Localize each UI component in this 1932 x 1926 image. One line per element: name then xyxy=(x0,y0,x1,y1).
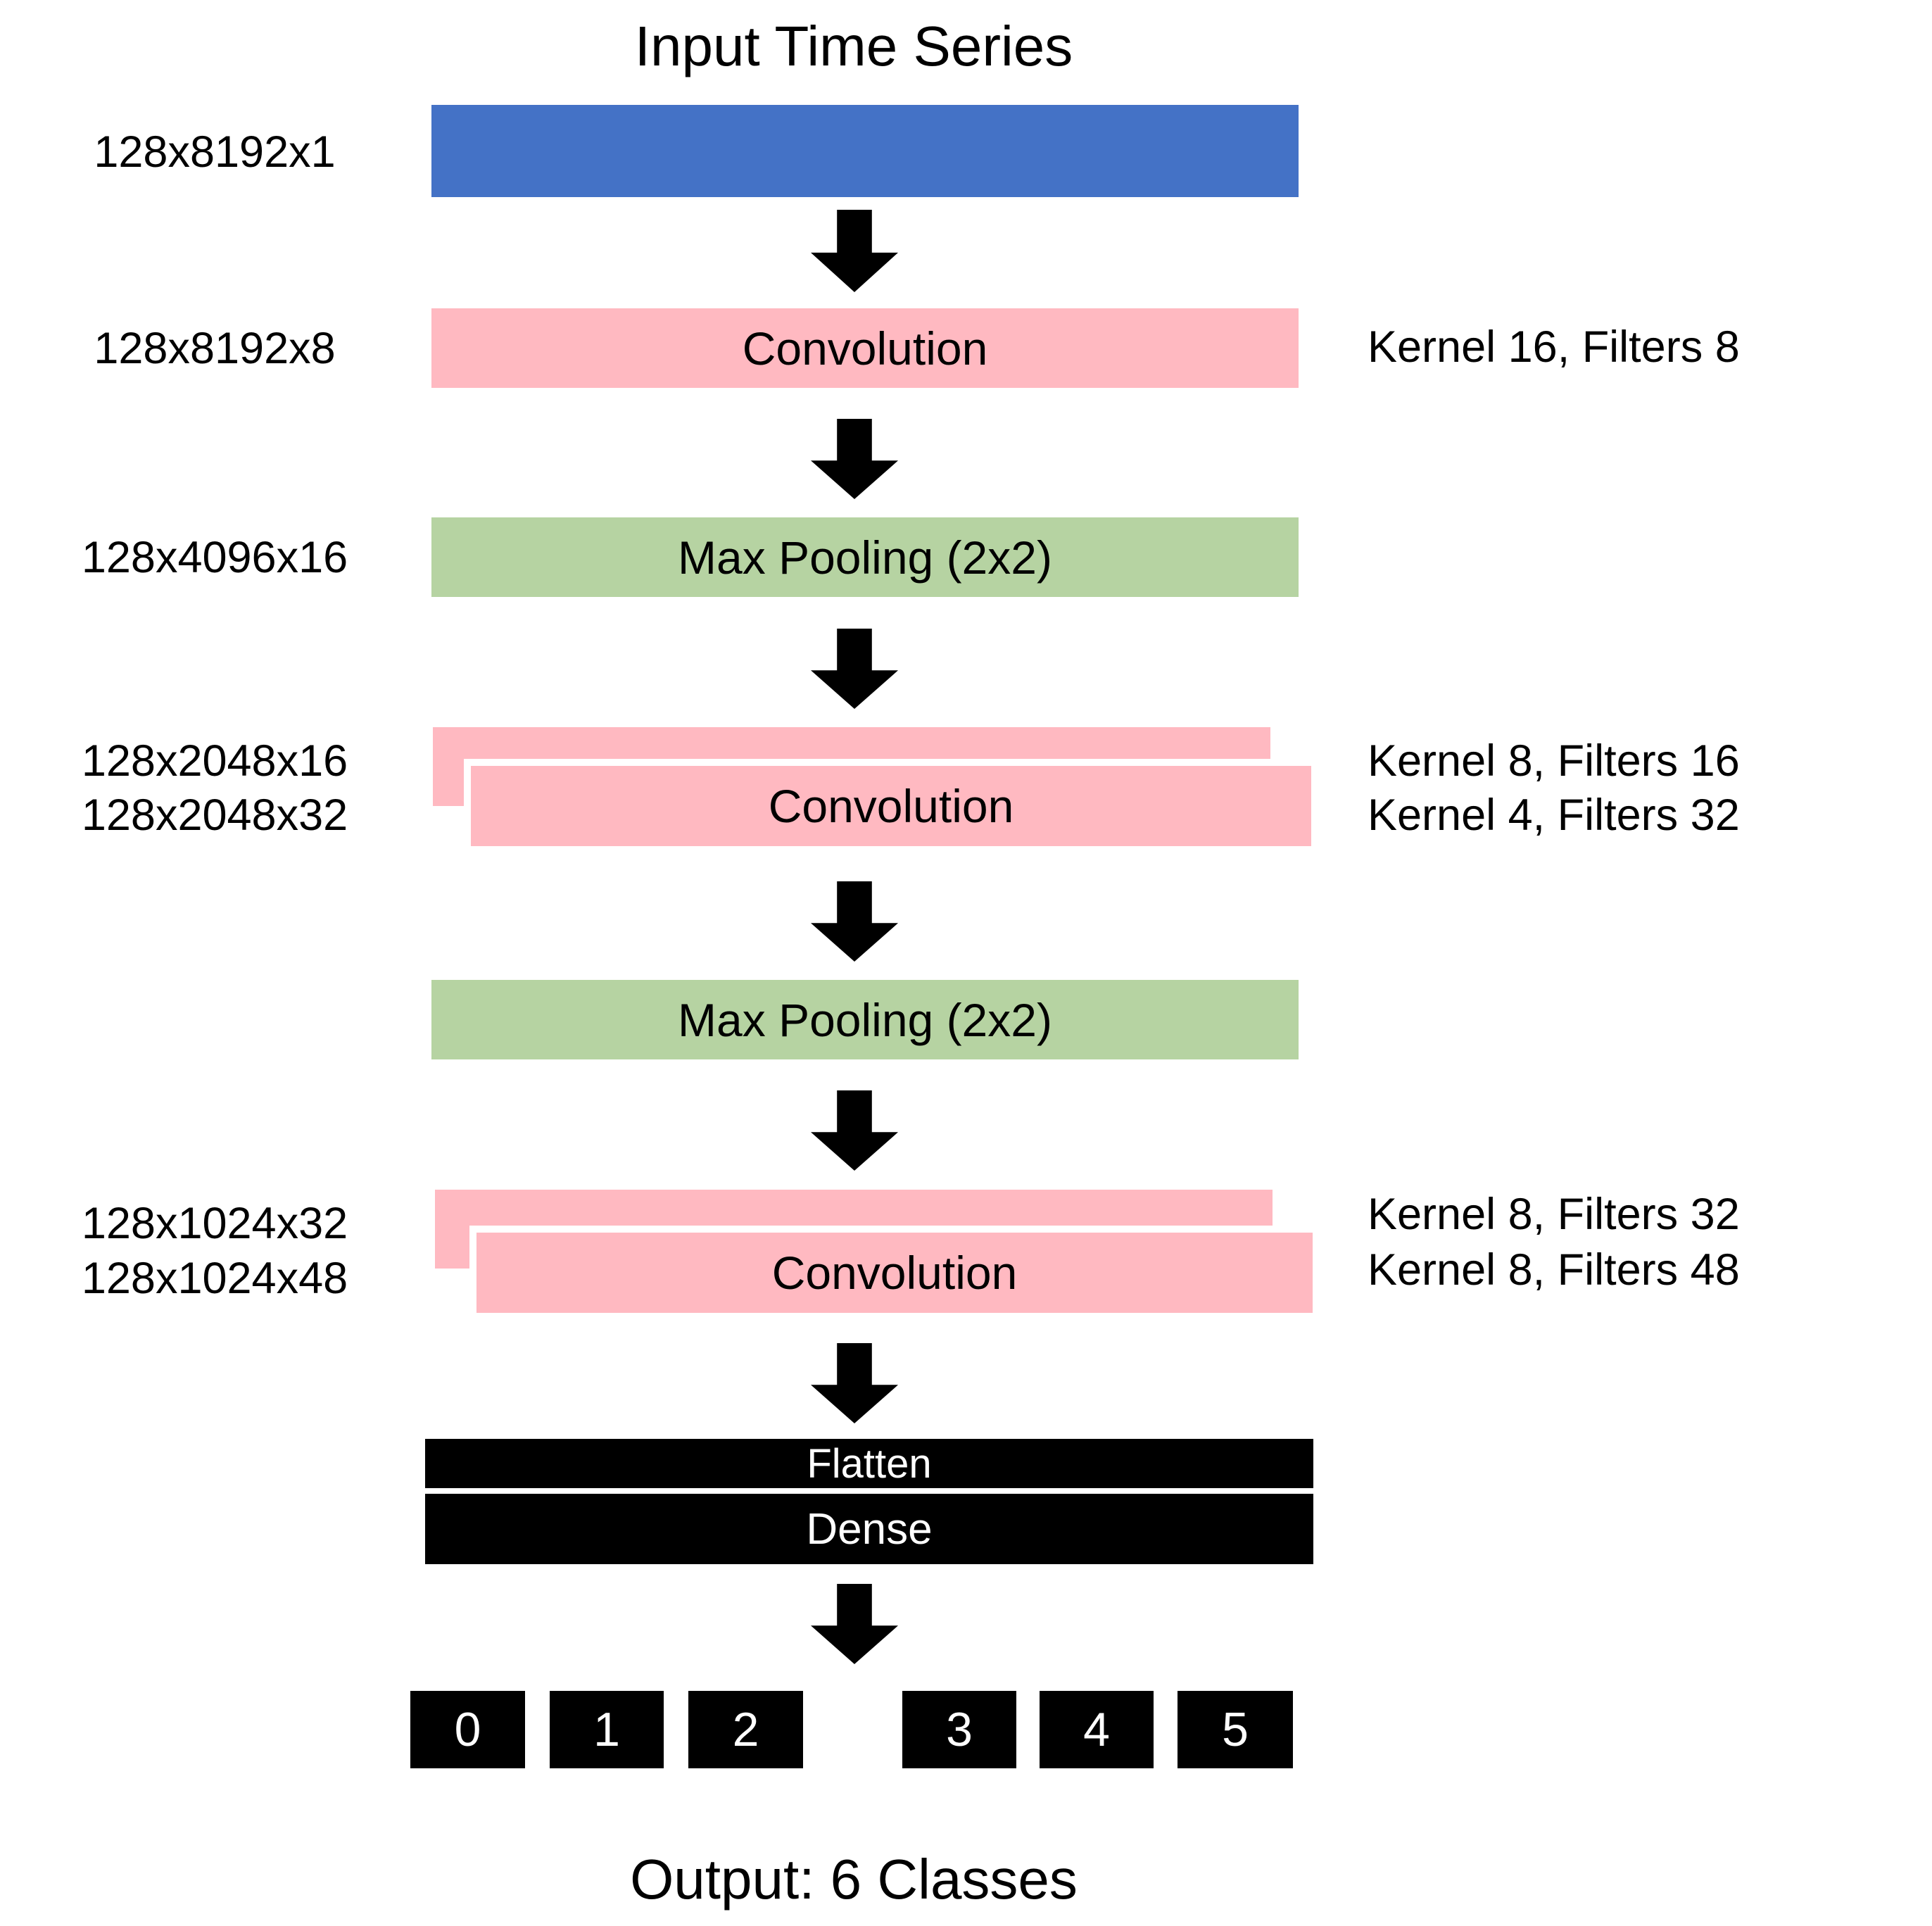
pool1-layer-bar: Max Pooling (2x2) xyxy=(431,517,1299,597)
down-arrow-icon xyxy=(811,1090,898,1171)
conv3-dim-label-2: 128x1024x48 xyxy=(81,1254,348,1303)
class-box-5: 5 xyxy=(1177,1691,1293,1768)
down-arrow-icon xyxy=(811,210,898,292)
class-box-1: 1 xyxy=(550,1691,664,1768)
down-arrow-icon xyxy=(811,629,898,709)
flatten-layer-label: Flatten xyxy=(807,1440,932,1487)
conv2-dim-label-2: 128x2048x32 xyxy=(81,791,348,840)
conv3-kernel-label-1: Kernel 8, Filters 32 xyxy=(1368,1190,1740,1239)
dense-layer-bar: Dense xyxy=(425,1494,1313,1564)
class-box-3: 3 xyxy=(902,1691,1016,1768)
pool2-layer-label: Max Pooling (2x2) xyxy=(678,993,1052,1046)
down-arrow-icon xyxy=(811,1584,898,1664)
down-arrow-icon xyxy=(811,419,898,499)
conv1-kernel-label: Kernel 16, Filters 8 xyxy=(1368,322,1740,372)
conv2-kernel-label-2: Kernel 4, Filters 32 xyxy=(1368,791,1740,840)
class-box-0: 0 xyxy=(410,1691,525,1768)
conv3-kernel-label-2: Kernel 8, Filters 48 xyxy=(1368,1245,1740,1295)
dense-layer-label: Dense xyxy=(806,1504,933,1554)
class-box-2: 2 xyxy=(688,1691,803,1768)
down-arrow-icon xyxy=(811,881,898,962)
output-caption: Output: 6 Classes xyxy=(630,1848,1078,1911)
class-box-4: 4 xyxy=(1040,1691,1154,1768)
input-layer-bar xyxy=(431,105,1299,197)
pool2-layer-bar: Max Pooling (2x2) xyxy=(431,980,1299,1059)
conv2-front-layer-bar: Convolution xyxy=(471,766,1311,846)
pool1-layer-label: Max Pooling (2x2) xyxy=(678,531,1052,584)
flatten-layer-bar: Flatten xyxy=(425,1439,1313,1488)
conv1-layer-label: Convolution xyxy=(742,322,988,374)
conv3-front-layer-bar: Convolution xyxy=(476,1233,1313,1313)
diagram-title: Input Time Series xyxy=(634,15,1073,77)
down-arrow-icon xyxy=(811,1343,898,1423)
conv1-dim-label: 128x8192x8 xyxy=(94,324,336,373)
conv2-dim-label-1: 128x2048x16 xyxy=(81,736,348,786)
conv1-layer-bar: Convolution xyxy=(431,308,1299,388)
pool1-dim-label: 128x4096x16 xyxy=(81,533,348,582)
conv2-kernel-label-1: Kernel 8, Filters 16 xyxy=(1368,736,1740,786)
conv3-layer-label: Convolution xyxy=(771,1247,1018,1299)
input-dim-label: 128x8192x1 xyxy=(94,127,336,177)
conv3-dim-label-1: 128x1024x32 xyxy=(81,1199,348,1248)
conv2-layer-label: Convolution xyxy=(768,780,1014,832)
